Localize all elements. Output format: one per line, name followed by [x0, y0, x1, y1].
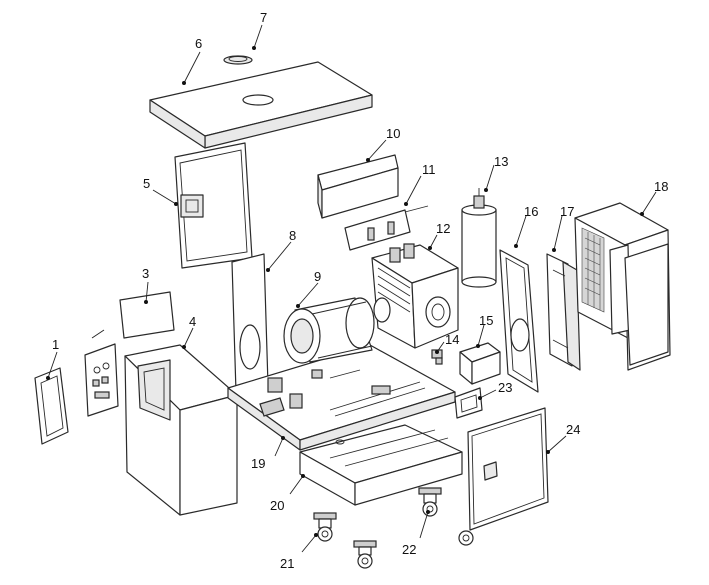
callout-21: 21	[280, 533, 318, 571]
callout-8-label: 8	[289, 228, 296, 243]
part-10-bracket	[317, 154, 399, 219]
callout-18: 18	[640, 179, 668, 216]
callout-4-label: 4	[189, 314, 196, 329]
callout-7-label: 7	[260, 10, 267, 25]
callout-10-label: 10	[386, 126, 400, 141]
callout-1-label: 1	[52, 337, 59, 352]
part-21-caster-second	[353, 540, 377, 569]
callout-3-label: 3	[142, 266, 149, 281]
callout-13: 13	[484, 154, 508, 192]
callout-23-label: 23	[498, 380, 512, 395]
callout-17-label: 17	[560, 204, 574, 219]
callout-21-label: 21	[280, 556, 294, 571]
callout-19-label: 19	[251, 456, 265, 471]
part-17-panel	[546, 253, 581, 371]
part-1-frame	[34, 367, 69, 445]
part-13-fuel-tank	[461, 188, 497, 288]
callout-6: 6	[182, 36, 202, 85]
callout-18-label: 18	[654, 179, 668, 194]
callout-5: 5	[143, 176, 178, 206]
callout-24: 24	[546, 422, 580, 454]
part-6-top-cover	[149, 61, 373, 149]
callout-labels: 1 3 4 5 6 7 8 9	[46, 10, 668, 571]
callout-19: 19	[251, 436, 285, 471]
callout-12-label: 12	[436, 221, 450, 236]
callout-9-label: 9	[314, 269, 321, 284]
callout-8: 8	[266, 228, 296, 272]
callout-6-label: 6	[195, 36, 202, 51]
callout-14: 14	[435, 332, 459, 354]
part-18-rear-housing	[574, 202, 671, 371]
part-19-base-plate	[227, 344, 456, 451]
callout-11: 11	[404, 162, 436, 206]
part-7-cap	[223, 55, 253, 65]
callout-16-label: 16	[524, 204, 538, 219]
part-22-caster	[418, 487, 442, 517]
part-21-caster	[313, 512, 337, 542]
callout-13-label: 13	[494, 154, 508, 169]
part-23-bracket	[454, 387, 483, 419]
callout-22: 22	[402, 510, 430, 557]
callout-4: 4	[182, 314, 196, 349]
part-12-engine	[371, 243, 459, 349]
part-8-inner-panel	[231, 253, 269, 393]
callout-5-label: 5	[143, 176, 150, 191]
callout-23: 23	[478, 380, 512, 400]
callout-15: 15	[476, 313, 493, 348]
radiator-mesh	[581, 227, 605, 313]
callout-20-label: 20	[270, 498, 284, 513]
callout-9: 9	[296, 269, 321, 308]
part-5-side-panel	[174, 142, 253, 269]
part-15-battery	[459, 342, 501, 385]
control-panel	[84, 329, 119, 417]
part-4-front-housing	[124, 344, 238, 516]
part-9-alternator	[283, 297, 375, 364]
callout-15-label: 15	[479, 313, 493, 328]
callout-10: 10	[366, 126, 400, 162]
callout-17: 17	[552, 204, 574, 252]
callout-3: 3	[142, 266, 149, 304]
callout-1: 1	[46, 337, 59, 380]
callout-7: 7	[252, 10, 267, 50]
callout-22-label: 22	[402, 542, 416, 557]
callout-12: 12	[428, 221, 450, 250]
callout-16: 16	[514, 204, 538, 248]
callout-11-label: 11	[422, 162, 436, 177]
callout-24-label: 24	[566, 422, 580, 437]
part-20-base-box	[299, 424, 463, 506]
callout-14-label: 14	[445, 332, 459, 347]
part-11-manifold	[344, 205, 429, 251]
callout-20: 20	[270, 474, 305, 513]
base-plate-components	[259, 369, 426, 417]
engine-cylinder-fins	[377, 267, 411, 313]
part-16-side-frame	[499, 249, 539, 393]
part-24-rear-panel	[458, 407, 549, 546]
part-3-plate	[119, 291, 175, 339]
